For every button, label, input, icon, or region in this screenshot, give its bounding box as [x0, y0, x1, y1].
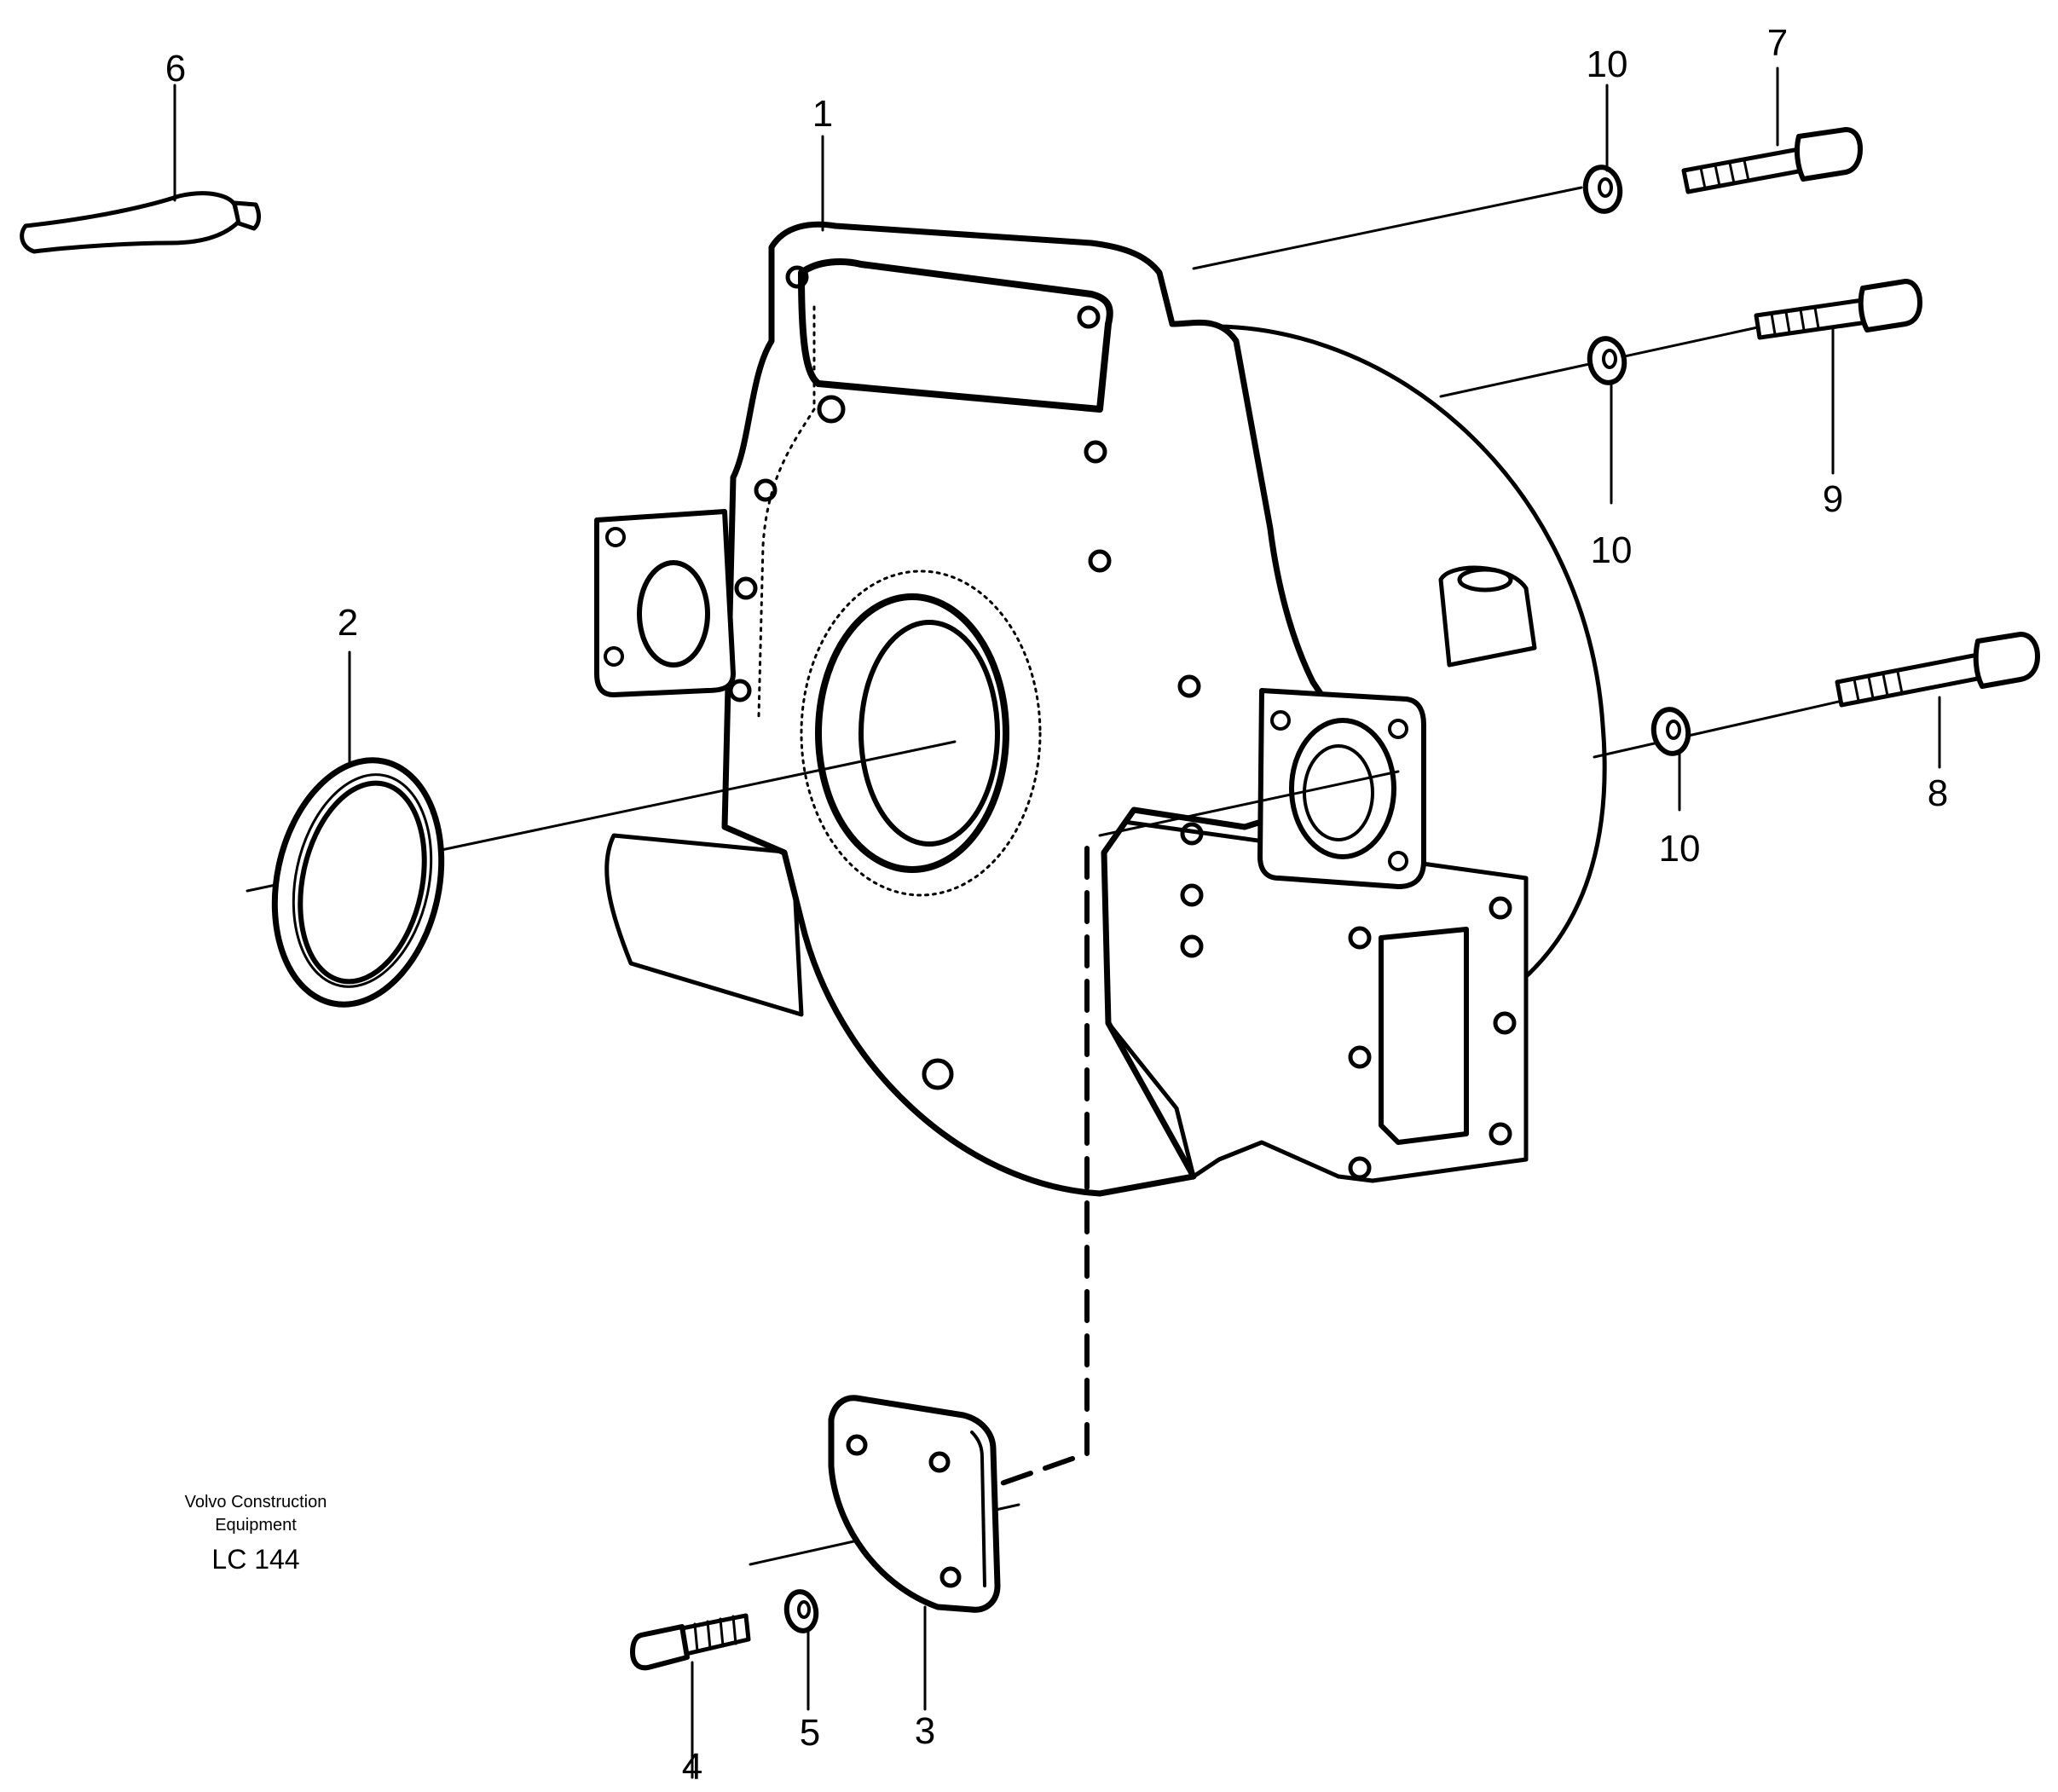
housing-bore-dotted-ring	[800, 569, 1042, 897]
axis-line-bolt-7	[1192, 186, 1583, 270]
callout-7: 7	[1767, 22, 1788, 64]
flywheel-housing	[594, 221, 1607, 1197]
caption-line-1: Volvo Construction	[185, 1493, 327, 1512]
housing-lower-right-block	[1097, 816, 1529, 1183]
washer-10-middle	[1587, 336, 1627, 385]
housing-rear-flange	[1174, 324, 1607, 1009]
callout-2: 2	[338, 602, 358, 644]
cover-bolt	[630, 1613, 751, 1671]
housing-right-pad	[1257, 688, 1426, 889]
callout-3: 3	[915, 1710, 935, 1752]
housing-left-pad-bolt-hole	[605, 527, 626, 547]
axis-line-bolt-8	[1593, 697, 1852, 759]
housing-gasket-dotted-outline	[757, 305, 816, 718]
callout-4: 4	[682, 1746, 702, 1788]
cover-washer	[783, 1589, 819, 1633]
callout-9: 9	[1823, 478, 1843, 520]
housing-right-boss	[1438, 565, 1537, 668]
caption-code: LC 144	[211, 1544, 299, 1575]
housing-right-pad-bolt-hole	[1388, 719, 1408, 739]
leader-lines	[173, 66, 1941, 1779]
callout-8: 8	[1928, 772, 1948, 814]
housing-right-boss-hole	[1457, 567, 1513, 593]
washer-10-top	[1582, 165, 1623, 214]
callout-6: 6	[165, 48, 186, 90]
housing-left-pad	[594, 509, 736, 697]
housing-right-pad-bolt-hole	[1270, 710, 1291, 731]
publisher-caption: Volvo Construction Equipment LC 144	[185, 1493, 327, 1575]
cover-plate	[828, 1395, 1001, 1613]
washer-10-lower	[1650, 707, 1691, 756]
callout-5: 5	[800, 1712, 820, 1754]
housing-front-plate	[721, 221, 1385, 1197]
housing-right-port	[1289, 718, 1396, 859]
callout-1: 1	[812, 93, 833, 135]
housing-perimeter-bolt-holes	[728, 265, 1517, 1180]
dashed-cover-assembly-line	[999, 846, 1090, 1486]
housing-right-pad-bolt-hole	[1388, 851, 1408, 871]
callout-10-lower: 10	[1659, 828, 1701, 870]
callout-labels: 1 2 3 4 5 6 7 8 9 10 10 10	[165, 22, 1948, 1788]
housing-lower-window	[1379, 927, 1469, 1145]
axis-line-starter	[1098, 770, 1400, 837]
housing-bore-inner	[858, 620, 1000, 847]
callout-10-top: 10	[1587, 43, 1628, 85]
housing-left-pad-bolt-hole	[604, 646, 624, 667]
caption-line-2: Equipment	[215, 1516, 297, 1535]
housing-left-port	[637, 560, 710, 668]
seal-ring	[271, 757, 445, 1008]
bolt-7	[1681, 127, 1863, 194]
sealant-tube	[20, 191, 261, 254]
callout-10-middle: 10	[1591, 529, 1633, 571]
housing-crankshaft-bore	[815, 593, 1009, 873]
housing-drain-hole	[922, 1058, 954, 1090]
bolt-9	[1754, 279, 1922, 340]
bolt-8	[1835, 632, 2040, 708]
housing-top-window	[798, 258, 1113, 413]
housing-left-bump	[604, 833, 804, 1017]
